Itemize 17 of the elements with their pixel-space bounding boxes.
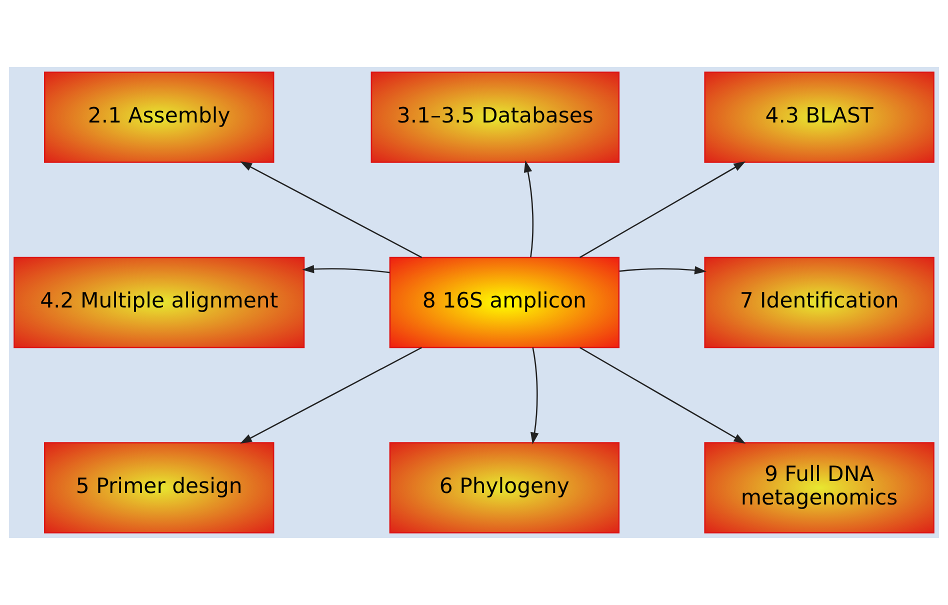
arrow — [579, 161, 746, 258]
node-box: 6 Phylogeny — [389, 442, 620, 534]
arrow — [619, 266, 707, 274]
node-box: 8 16S amplicon — [389, 256, 620, 348]
arrow — [240, 346, 422, 444]
node-box: 2.1 Assembly — [44, 72, 274, 163]
arrow — [240, 161, 422, 258]
node-box: 4.2 Multiple alignment — [14, 256, 305, 348]
node-box: 4.3 BLAST — [704, 72, 934, 163]
node-box: 9 Full DNA metagenomics — [704, 442, 934, 534]
arrow — [302, 264, 390, 274]
arrow — [580, 346, 746, 444]
arrow — [524, 160, 534, 258]
node-box: 7 Identification — [704, 256, 934, 348]
arrow — [530, 347, 539, 444]
node-box: 5 Primer design — [44, 442, 274, 534]
node-box: 3.1–3.5 Databases — [370, 72, 620, 163]
